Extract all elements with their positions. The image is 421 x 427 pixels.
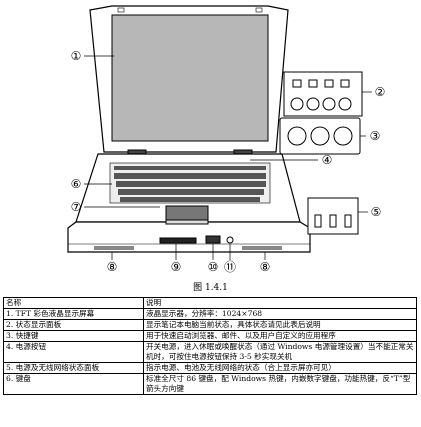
table-row: 5. 电源及无线网络状态面板 指示电源、电池及无线网络的状态（合上显示屏亦可见） [3,362,417,374]
laptop-lid [89,5,289,153]
callout-1: ① [71,49,82,63]
quick-keys [279,117,361,155]
callout-7: ⑦ [71,200,82,214]
row-name: 4. 电源按钮 [3,341,144,363]
callout-3: ③ [370,129,381,143]
row-desc: 显示笔记本电脑当前状态，具体状态请见此表后说明 [143,319,417,331]
header-name: 名称 [3,297,144,309]
leader-lines [84,55,372,260]
figure-caption: 图 1.4.1 [193,283,228,293]
callout-9: ⑨ [171,260,182,274]
table-row: 4. 电源按钮 开关电源，进入休眠或唤醒状态（通过 Windows 电源管理设置… [3,341,417,363]
laptop-figure: ① ② ③ ④ ⑤ ⑥ ⑦ ⑧ ⑨ ⑩ ⑪ ⑧ [67,5,386,274]
row-name: 1. TFT 彩色液晶显示屏幕 [3,308,144,320]
touchpad [165,205,209,225]
row-name: 3. 快捷键 [3,330,144,342]
row-desc: 标准全尺寸 86 键盘，配 Windows 热键，内嵌数字键盘，功能热键，反“T… [143,373,417,395]
keyboard [109,162,271,204]
row-name: 2. 状态显示面板 [3,319,144,331]
row-desc: 用于快速启动浏览器、邮件、以及用户自定义的应用程序 [143,330,417,342]
table-row: 1. TFT 彩色液晶显示屏幕 液晶显示器，分辨率：1024×768 [3,308,417,320]
callout-10: ⑩ [208,260,219,274]
row-name: 5. 电源及无线网络状态面板 [3,362,144,374]
power-wireless-panel [307,197,359,235]
row-desc: 指示电源、电池及无线网络的状态（合上显示屏亦可见） [143,362,417,374]
spec-table: 名称 说明 1. TFT 彩色液晶显示屏幕 液晶显示器，分辨率：1024×768… [3,297,417,395]
callouts: ① ② ③ ④ ⑤ ⑥ ⑦ ⑧ ⑨ ⑩ ⑪ ⑧ [71,49,386,274]
header-desc: 说明 [143,297,417,309]
row-desc: 液晶显示器，分辨率：1024×768 [143,308,417,320]
callout-11: ⑪ [224,260,236,274]
table-row: 2. 状态显示面板 显示笔记本电脑当前状态，具体状态请见此表后说明 [3,319,417,331]
table-header-row: 名称 说明 [3,297,417,309]
callout-5: ⑤ [371,205,382,219]
callout-8-right: ⑧ [260,260,271,274]
front-ports [159,235,234,244]
table-row: 6. 键盘 标准全尺寸 86 键盘，配 Windows 热键，内嵌数字键盘，功能… [3,373,417,395]
row-name: 6. 键盘 [3,373,144,395]
table-row: 3. 快捷键 用于快速启动浏览器、邮件、以及用户自定义的应用程序 [3,330,417,342]
row-desc: 开关电源，进入休眠或唤醒状态（通过 Windows 电源管理设置）当不能正常关机… [143,341,417,363]
callout-8-left: ⑧ [107,260,118,274]
speakers [94,246,282,250]
callout-4: ④ [322,153,333,167]
callout-2: ② [375,85,386,99]
callout-6: ⑥ [71,177,82,191]
status-panel [283,71,363,117]
